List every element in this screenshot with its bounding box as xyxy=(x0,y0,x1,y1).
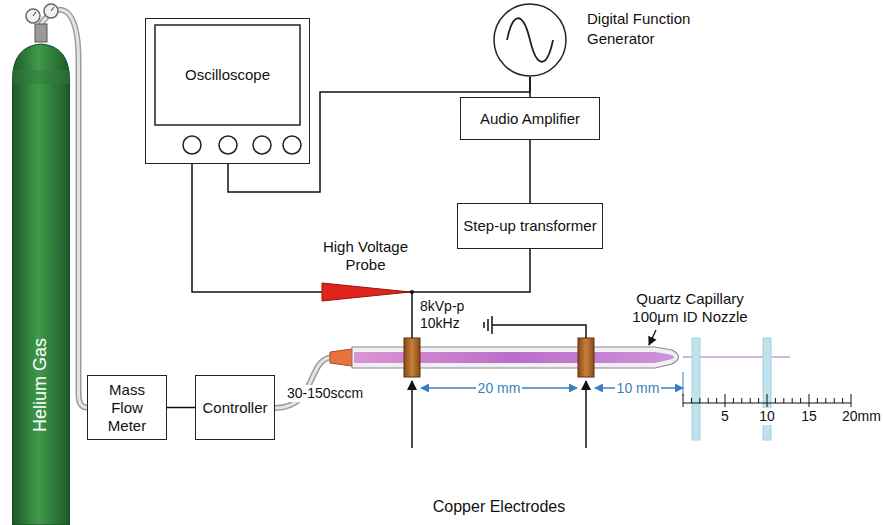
dimension-label: 10 mm xyxy=(615,380,662,397)
ruler-tick xyxy=(825,398,826,403)
node-label: Audio Amplifier xyxy=(480,110,580,128)
scale-number: 10 xyxy=(757,408,777,425)
ruler-tick xyxy=(834,398,835,403)
junction-dot xyxy=(410,290,414,294)
scale-number: 5 xyxy=(719,408,731,425)
cylinder-shape xyxy=(13,44,70,525)
part-label: High Voltage Probe xyxy=(313,238,418,274)
function-generator: Digital Function Generator xyxy=(493,3,567,77)
part-label: 8kVp-p 10kHz xyxy=(420,298,476,332)
process-box: Audio Amplifier xyxy=(460,97,600,140)
ground-symbol xyxy=(483,322,485,328)
copper-electrode xyxy=(404,338,420,377)
dimension-tick xyxy=(683,372,684,396)
node-label: Digital Function Generator xyxy=(587,9,717,50)
hv-wire xyxy=(411,292,413,338)
ruler-tick xyxy=(767,394,768,407)
ruler-tick xyxy=(775,398,776,403)
cylinder-shoulder xyxy=(13,70,70,84)
leader-arrow xyxy=(411,381,413,448)
ruler-tick xyxy=(716,398,717,403)
gauge-needle xyxy=(33,12,36,16)
ruler-tick xyxy=(809,394,810,407)
process-box: Controller xyxy=(195,375,275,440)
ruler-tick xyxy=(842,398,843,403)
ruler-tick xyxy=(741,398,742,403)
process-box: Mass Flow Meter xyxy=(87,375,167,440)
node-label: Helium Gas xyxy=(30,338,52,432)
sine-wave xyxy=(507,18,553,62)
leader-arrow xyxy=(649,330,656,345)
cylinder-valve xyxy=(35,24,47,42)
ruler-tick xyxy=(683,394,684,407)
generator-circle xyxy=(494,4,566,76)
ground-wire xyxy=(492,325,586,338)
wire xyxy=(530,77,531,97)
quartz-capillary xyxy=(352,347,679,368)
gauge-needle xyxy=(51,7,54,11)
ruler-tick xyxy=(699,398,700,403)
gas-cylinder: Helium Gas xyxy=(12,40,70,525)
plasma xyxy=(354,352,674,363)
oscilloscope-body xyxy=(145,18,310,164)
generator-symbol xyxy=(493,3,567,77)
part-label: Quartz Capillary 100μm ID Nozzle xyxy=(626,290,754,326)
part-label: 30-150sccm xyxy=(285,385,365,402)
channel-knob xyxy=(253,136,271,154)
ruler-tick xyxy=(800,398,801,403)
ruler-tick xyxy=(758,398,759,403)
copper-electrode xyxy=(578,338,594,377)
ruler-scale xyxy=(683,394,851,407)
leader-arrow xyxy=(585,381,587,448)
ruler-tick xyxy=(733,398,734,403)
cylinder-body xyxy=(12,40,70,525)
part-label: Copper Electrodes xyxy=(433,497,566,516)
dimension-label: 20 mm xyxy=(476,380,523,397)
wire-path xyxy=(529,140,531,203)
ground-symbol xyxy=(491,316,493,334)
ruler-tick xyxy=(725,394,726,407)
ruler-line xyxy=(683,402,851,403)
wire xyxy=(167,407,195,408)
ground-symbol xyxy=(487,319,489,331)
plasma-jet xyxy=(683,356,790,358)
wire xyxy=(530,140,531,203)
pressure-gauge xyxy=(44,4,58,18)
oscilloscope-screen xyxy=(155,25,300,125)
node-label: Controller xyxy=(202,399,267,417)
oscilloscope: Oscilloscope xyxy=(145,18,310,164)
inlet-connector xyxy=(330,349,352,366)
glass-slide xyxy=(692,338,700,440)
ruler-tick xyxy=(851,394,852,407)
channel-knob xyxy=(283,136,301,154)
hv-probe xyxy=(322,283,410,301)
scale-number: 20mm xyxy=(840,408,883,425)
pressure-gauge xyxy=(26,9,40,23)
scale-number: 15 xyxy=(799,408,819,425)
process-box: Step-up transformer xyxy=(457,203,603,249)
ruler-tick xyxy=(783,398,784,403)
node-label: Mass Flow Meter xyxy=(93,381,161,435)
node-label: Oscilloscope xyxy=(155,25,300,125)
node-label: Step-up transformer xyxy=(463,217,596,235)
ruler-tick xyxy=(691,398,692,403)
wire-path xyxy=(167,407,195,409)
wire-path xyxy=(529,77,531,97)
ruler-tick xyxy=(792,398,793,403)
channel-knob xyxy=(183,136,201,154)
ruler-tick xyxy=(750,398,751,403)
ruler-tick xyxy=(708,398,709,403)
ruler-tick xyxy=(817,398,818,403)
channel-knob xyxy=(219,136,237,154)
